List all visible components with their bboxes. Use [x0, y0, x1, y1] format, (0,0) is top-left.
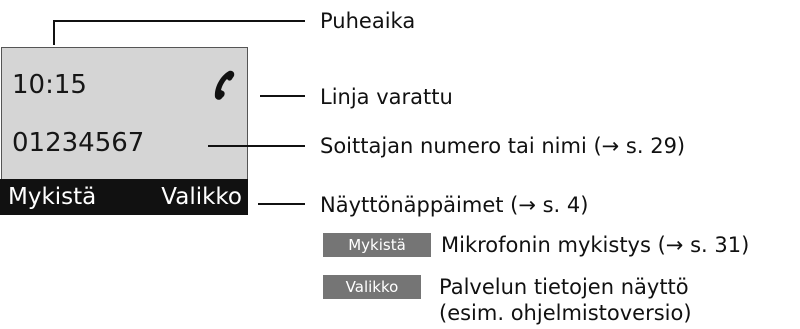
- talk-time-leader-vertical: [53, 20, 55, 45]
- legend-chip-menu: Valikko: [323, 275, 421, 299]
- legend-text-mute: Mikrofonin mykistys (→ s. 31): [441, 233, 750, 257]
- softkeys-leader: [258, 203, 305, 205]
- talk-time-label: Puheaika: [320, 9, 416, 33]
- legend-text-menu-note: (esim. ohjelmistoversio): [439, 301, 692, 325]
- legend-text-menu: Palvelun tietojen näyttö: [439, 275, 689, 299]
- softkeys-label: Näyttönäppäimet (→ s. 4): [320, 193, 589, 217]
- softkey-bar: Mykistä Valikko: [0, 179, 248, 215]
- softkey-mute[interactable]: Mykistä: [8, 184, 97, 210]
- softkey-menu[interactable]: Valikko: [161, 184, 242, 210]
- line-busy-leader: [260, 95, 305, 97]
- caller-label: Soittajan numero tai nimi (→ s. 29): [320, 134, 686, 158]
- talk-time-value: 10:15: [12, 70, 87, 100]
- handset-icon: [214, 70, 235, 100]
- talk-time-leader: [53, 20, 305, 22]
- caller-leader: [208, 145, 305, 147]
- caller-number: 01234567: [12, 128, 145, 158]
- line-busy-label: Linja varattu: [320, 85, 453, 109]
- legend-chip-mute: Mykistä: [323, 233, 431, 257]
